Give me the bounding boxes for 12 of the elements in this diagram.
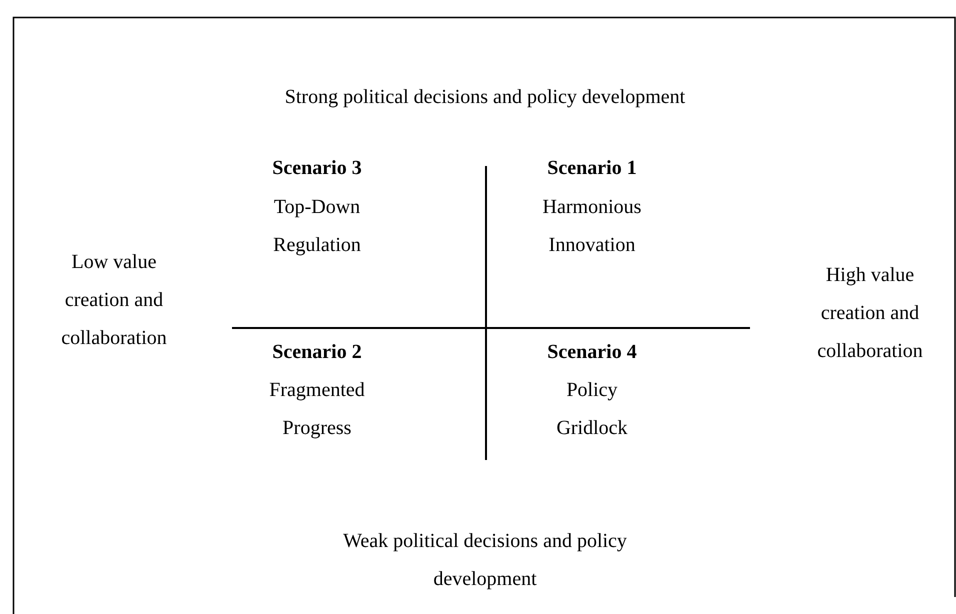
quadrant-heading: Scenario 4 [546, 340, 638, 365]
quadrant-label: Top-Down Regulation [272, 195, 362, 258]
quadrant-heading: Scenario 1 [546, 156, 638, 181]
axis-label: Low value creation and collaboration [60, 250, 168, 351]
axis-label: Weak political decisions and policy development [342, 529, 628, 592]
quadrant-label: Fragmented Progress [268, 378, 366, 441]
quadrant-heading: Scenario 2 [271, 340, 363, 365]
axis-label: High value creation and collaboration [816, 263, 924, 364]
quadrant-heading: Scenario 3 [271, 156, 363, 181]
quadrant-label: Harmonious Innovation [542, 195, 642, 258]
axis-label: Strong political decisions and policy development [284, 85, 686, 110]
quadrant-label: Policy Gridlock [555, 378, 629, 441]
